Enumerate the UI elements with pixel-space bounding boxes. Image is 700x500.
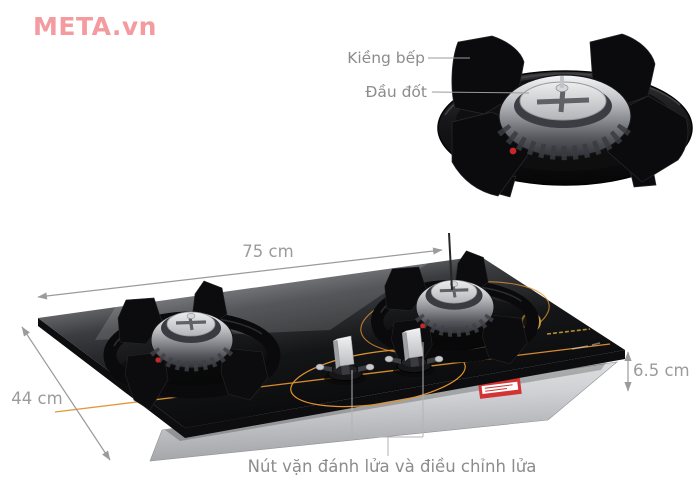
right-burner [372, 232, 537, 373]
knob-callout-lines [351, 342, 424, 456]
cooktop-illustration [38, 232, 625, 462]
burner-closeup-illustration [428, 33, 693, 198]
dimension-width-label: 75 cm [242, 242, 294, 261]
igniter-needle [448, 232, 453, 291]
dimension-depth-label: 44 cm [11, 389, 63, 408]
glass-edge-print [571, 342, 601, 350]
closeup-burner-head [497, 74, 634, 161]
orange-oval-knob-zone [290, 348, 466, 408]
dimension-depth-arrow [21, 326, 111, 461]
dimension-height-label: 6.5 cm [633, 361, 690, 380]
label-trivet: Kiềng bếp [347, 49, 425, 67]
meta-vn-watermark: META.vn [33, 12, 157, 41]
burner-head-leader-line [431, 91, 530, 94]
dimension-width-arrow [37, 247, 443, 300]
label-burner-head: Đầu đốt [365, 83, 427, 101]
label-knobs: Nút vặn đánh lửa và điều chỉnh lửa [247, 457, 537, 476]
